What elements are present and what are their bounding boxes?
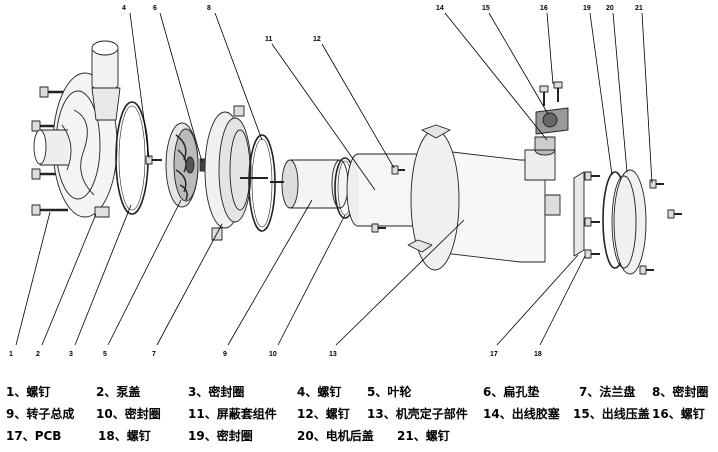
part-12-screws [371,165,405,233]
callout-20: 20 [606,5,614,12]
part-4-screw [145,155,162,165]
callout-12: 12 [313,36,321,43]
part-16-screws [539,81,563,106]
callout-9: 9 [223,351,227,358]
callout-17: 17 [490,351,498,358]
part-2-pump-cover [33,40,121,218]
legend-item-6: 6、扁孔垫 [483,385,540,399]
legend-item-20: 20、电机后盖 [297,429,374,443]
part-18-screws [584,171,600,259]
part-21-screws [639,179,682,275]
legend-item-1: 1、螺钉 [6,385,51,399]
legend-item-15: 15、出线压盖 [573,407,650,421]
callout-10: 10 [269,351,277,358]
legend-item-18: 18、螺钉 [98,429,151,443]
callout-5: 5 [103,351,107,358]
part-5-impeller [165,122,199,208]
callout-18: 18 [534,351,542,358]
legend-item-17: 17、PCB [6,429,62,443]
legend-item-2: 2、泵盖 [96,385,141,399]
legend-item-14: 14、出线胶塞 [483,407,560,421]
legend-item-7: 7、法兰盘 [579,385,636,399]
part-20-rear-cover [611,169,647,275]
legend-item-21: 21、螺钉 [397,429,450,443]
callout-7: 7 [152,351,156,358]
part-15-clamp-cover [535,107,569,135]
parts-legend: 1、螺钉 2、泵盖 3、密封圈 4、螺钉 5、叶轮 6、扁孔垫 7、法兰盘 8、… [0,382,718,452]
legend-item-4: 4、螺钉 [297,385,342,399]
part-17-pcb [573,171,585,257]
legend-item-11: 11、屏蔽套组件 [188,407,277,421]
part-6-washer [199,158,206,172]
callout-4: 4 [122,5,126,12]
legend-item-16: 16、螺钉 [652,407,705,421]
part-3-seal-ring [115,101,149,215]
callout-21: 21 [635,5,643,12]
callout-11: 11 [265,36,273,43]
leader-lines [15,12,653,346]
callout-1: 1 [9,351,13,358]
legend-item-9: 9、转子总成 [6,407,75,421]
callout-labels: 1 2 3 4 5 6 7 8 9 10 11 12 13 14 15 16 1… [9,5,643,358]
legend-item-13: 13、机壳定子部件 [367,407,468,421]
callout-13: 13 [329,351,337,358]
legend-item-8: 8、密封圈 [652,385,709,399]
callout-6: 6 [153,5,157,12]
exploded-pump-diagram: 1 2 3 4 5 6 7 8 9 10 11 12 13 14 15 16 1… [9,5,682,358]
callout-14: 14 [436,5,444,12]
callout-16: 16 [540,5,548,12]
legend-item-5: 5、叶轮 [367,385,412,399]
legend-item-10: 10、密封圈 [96,407,161,421]
callout-3: 3 [69,351,73,358]
legend-item-19: 19、密封圈 [188,429,253,443]
callout-8: 8 [207,5,211,12]
part-14-cable-gland [534,136,556,156]
legend-item-3: 3、密封圈 [188,385,245,399]
part-13-housing-stator [407,124,561,271]
legend-item-12: 12、螺钉 [297,407,350,421]
callout-15: 15 [482,5,490,12]
callout-2: 2 [36,351,40,358]
callout-19: 19 [583,5,591,12]
part-7-flange [204,105,268,241]
